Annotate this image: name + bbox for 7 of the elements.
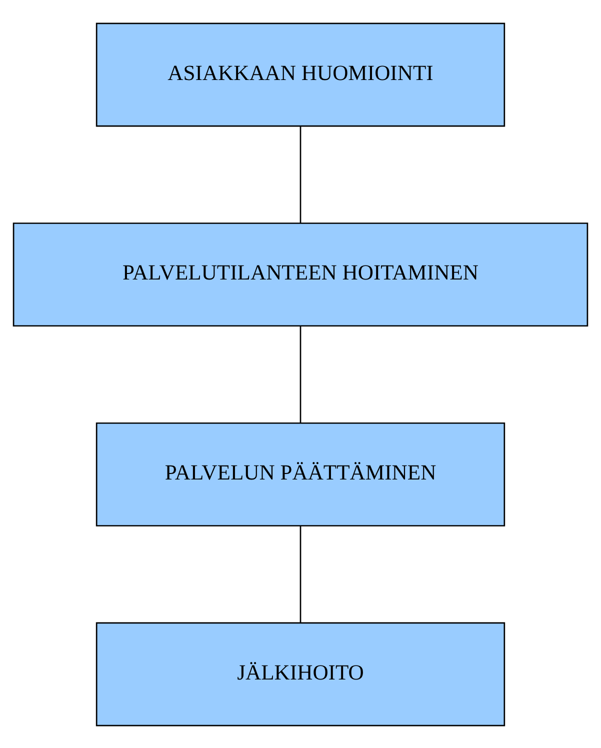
connector: [300, 526, 302, 622]
node-box: ASIAKKAAN HUOMIOINTI: [96, 22, 506, 126]
connector: [300, 326, 302, 422]
node-box: PALVELUTILANTEEN HOITAMINEN: [12, 222, 588, 326]
connector: [300, 126, 302, 223]
node-box: JÄLKIHOITO: [96, 622, 506, 726]
node-box: PALVELUN PÄÄTTÄMINEN: [96, 422, 506, 526]
